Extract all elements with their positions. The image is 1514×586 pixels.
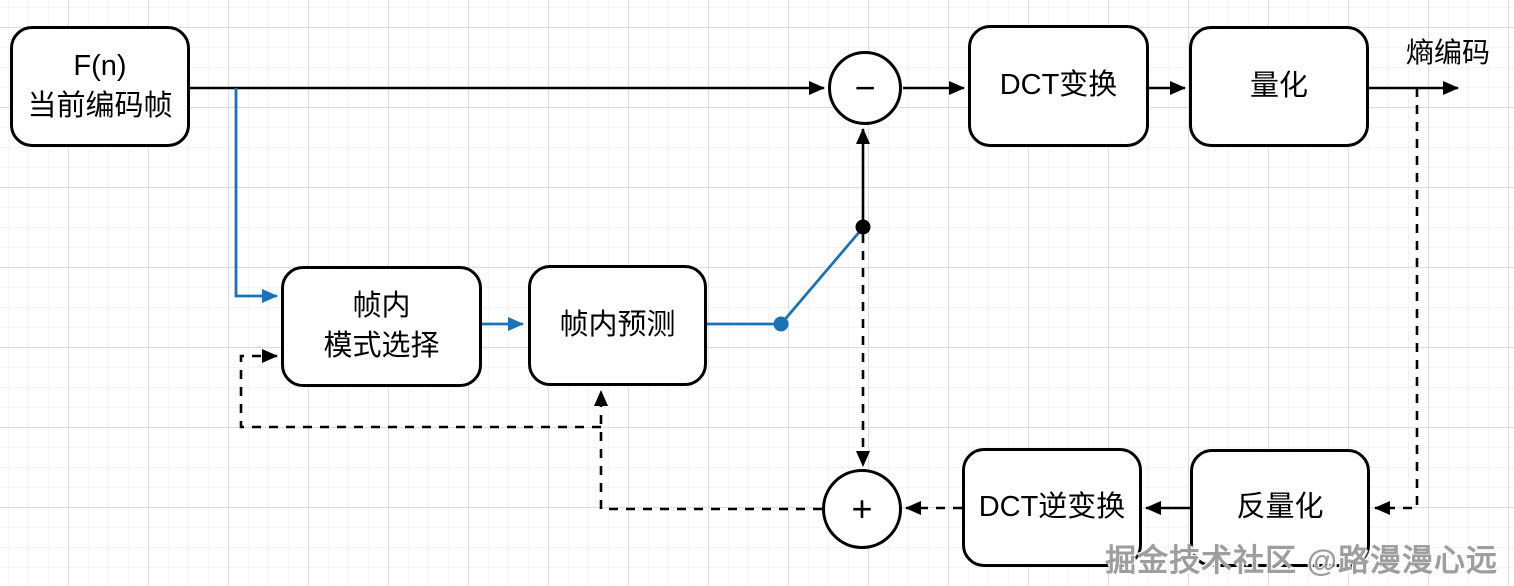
node-dct-transform: DCT变换	[968, 25, 1149, 147]
connector-switch-blade	[779, 229, 863, 325]
node-quantize: 量化	[1189, 26, 1369, 147]
switch-dot-blue	[773, 316, 789, 332]
connector-frame-to-intra-mode	[234, 88, 278, 303]
node-quantize-label: 量化	[1249, 69, 1308, 102]
node-current-frame-line2: 当前编码帧	[27, 89, 173, 122]
node-dequantize: 反量化	[1190, 449, 1370, 567]
node-current-frame: F(n) 当前编码帧	[10, 26, 190, 147]
node-intra-predict-label: 帧内预测	[559, 308, 676, 341]
node-current-frame-line1: F(n)	[73, 50, 127, 83]
connector-feedback-to-intra-mode	[239, 349, 601, 429]
node-dct-transform-label: DCT变换	[999, 69, 1118, 102]
node-idct-transform-label: DCT逆变换	[978, 490, 1126, 523]
connector-add-to-intra-pred	[594, 390, 822, 511]
node-intra-mode-line2: 模式选择	[323, 329, 440, 362]
node-intra-predict: 帧内预测	[528, 265, 707, 386]
junction-dot-black	[855, 219, 871, 235]
subtract-junction: −	[828, 51, 902, 125]
node-intra-mode-line1: 帧内	[352, 290, 411, 323]
node-idct-transform: DCT逆变换	[962, 448, 1142, 567]
connector-entropy-branch-to-dequant	[1374, 88, 1419, 515]
node-intra-mode-select: 帧内 模式选择	[281, 266, 482, 387]
watermark: 掘金技术社区 @路漫漫心远	[1105, 543, 1498, 578]
entropy-output-label: 熵编码	[1406, 37, 1491, 68]
subtract-symbol: −	[854, 67, 876, 108]
node-dequantize-label: 反量化	[1236, 491, 1324, 524]
add-symbol: +	[851, 488, 873, 529]
add-junction: +	[822, 469, 902, 549]
